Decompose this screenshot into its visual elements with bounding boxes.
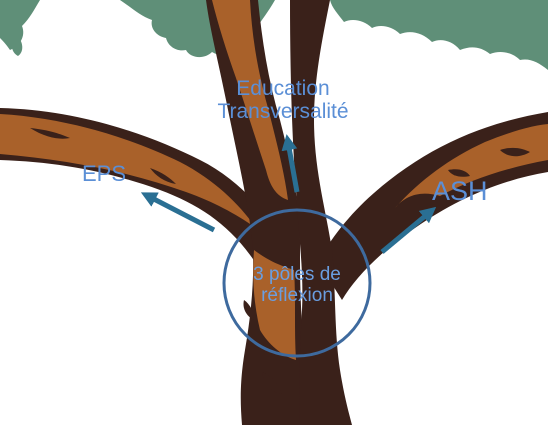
label-transversalite: Transversalité [217,99,349,123]
arrow-up-left-icon [140,192,216,233]
center-label: 3 pôles de réflexion [222,264,372,306]
foliage [0,0,548,70]
arrows [140,134,437,254]
label-education-transversalite: Education Transversalité [198,77,368,123]
arrow-up-icon [281,134,300,193]
center-label-line-2: réflexion [261,284,333,306]
label-ash: ASH [432,176,488,206]
center-circle [222,208,372,358]
center-label-line-1: 3 pôles de [253,264,341,285]
arrow-up-right-icon [380,206,437,254]
label-education: Education [236,77,330,100]
label-eps: EPS [82,161,127,186]
left-branch [0,108,288,262]
right-branch [318,112,548,300]
